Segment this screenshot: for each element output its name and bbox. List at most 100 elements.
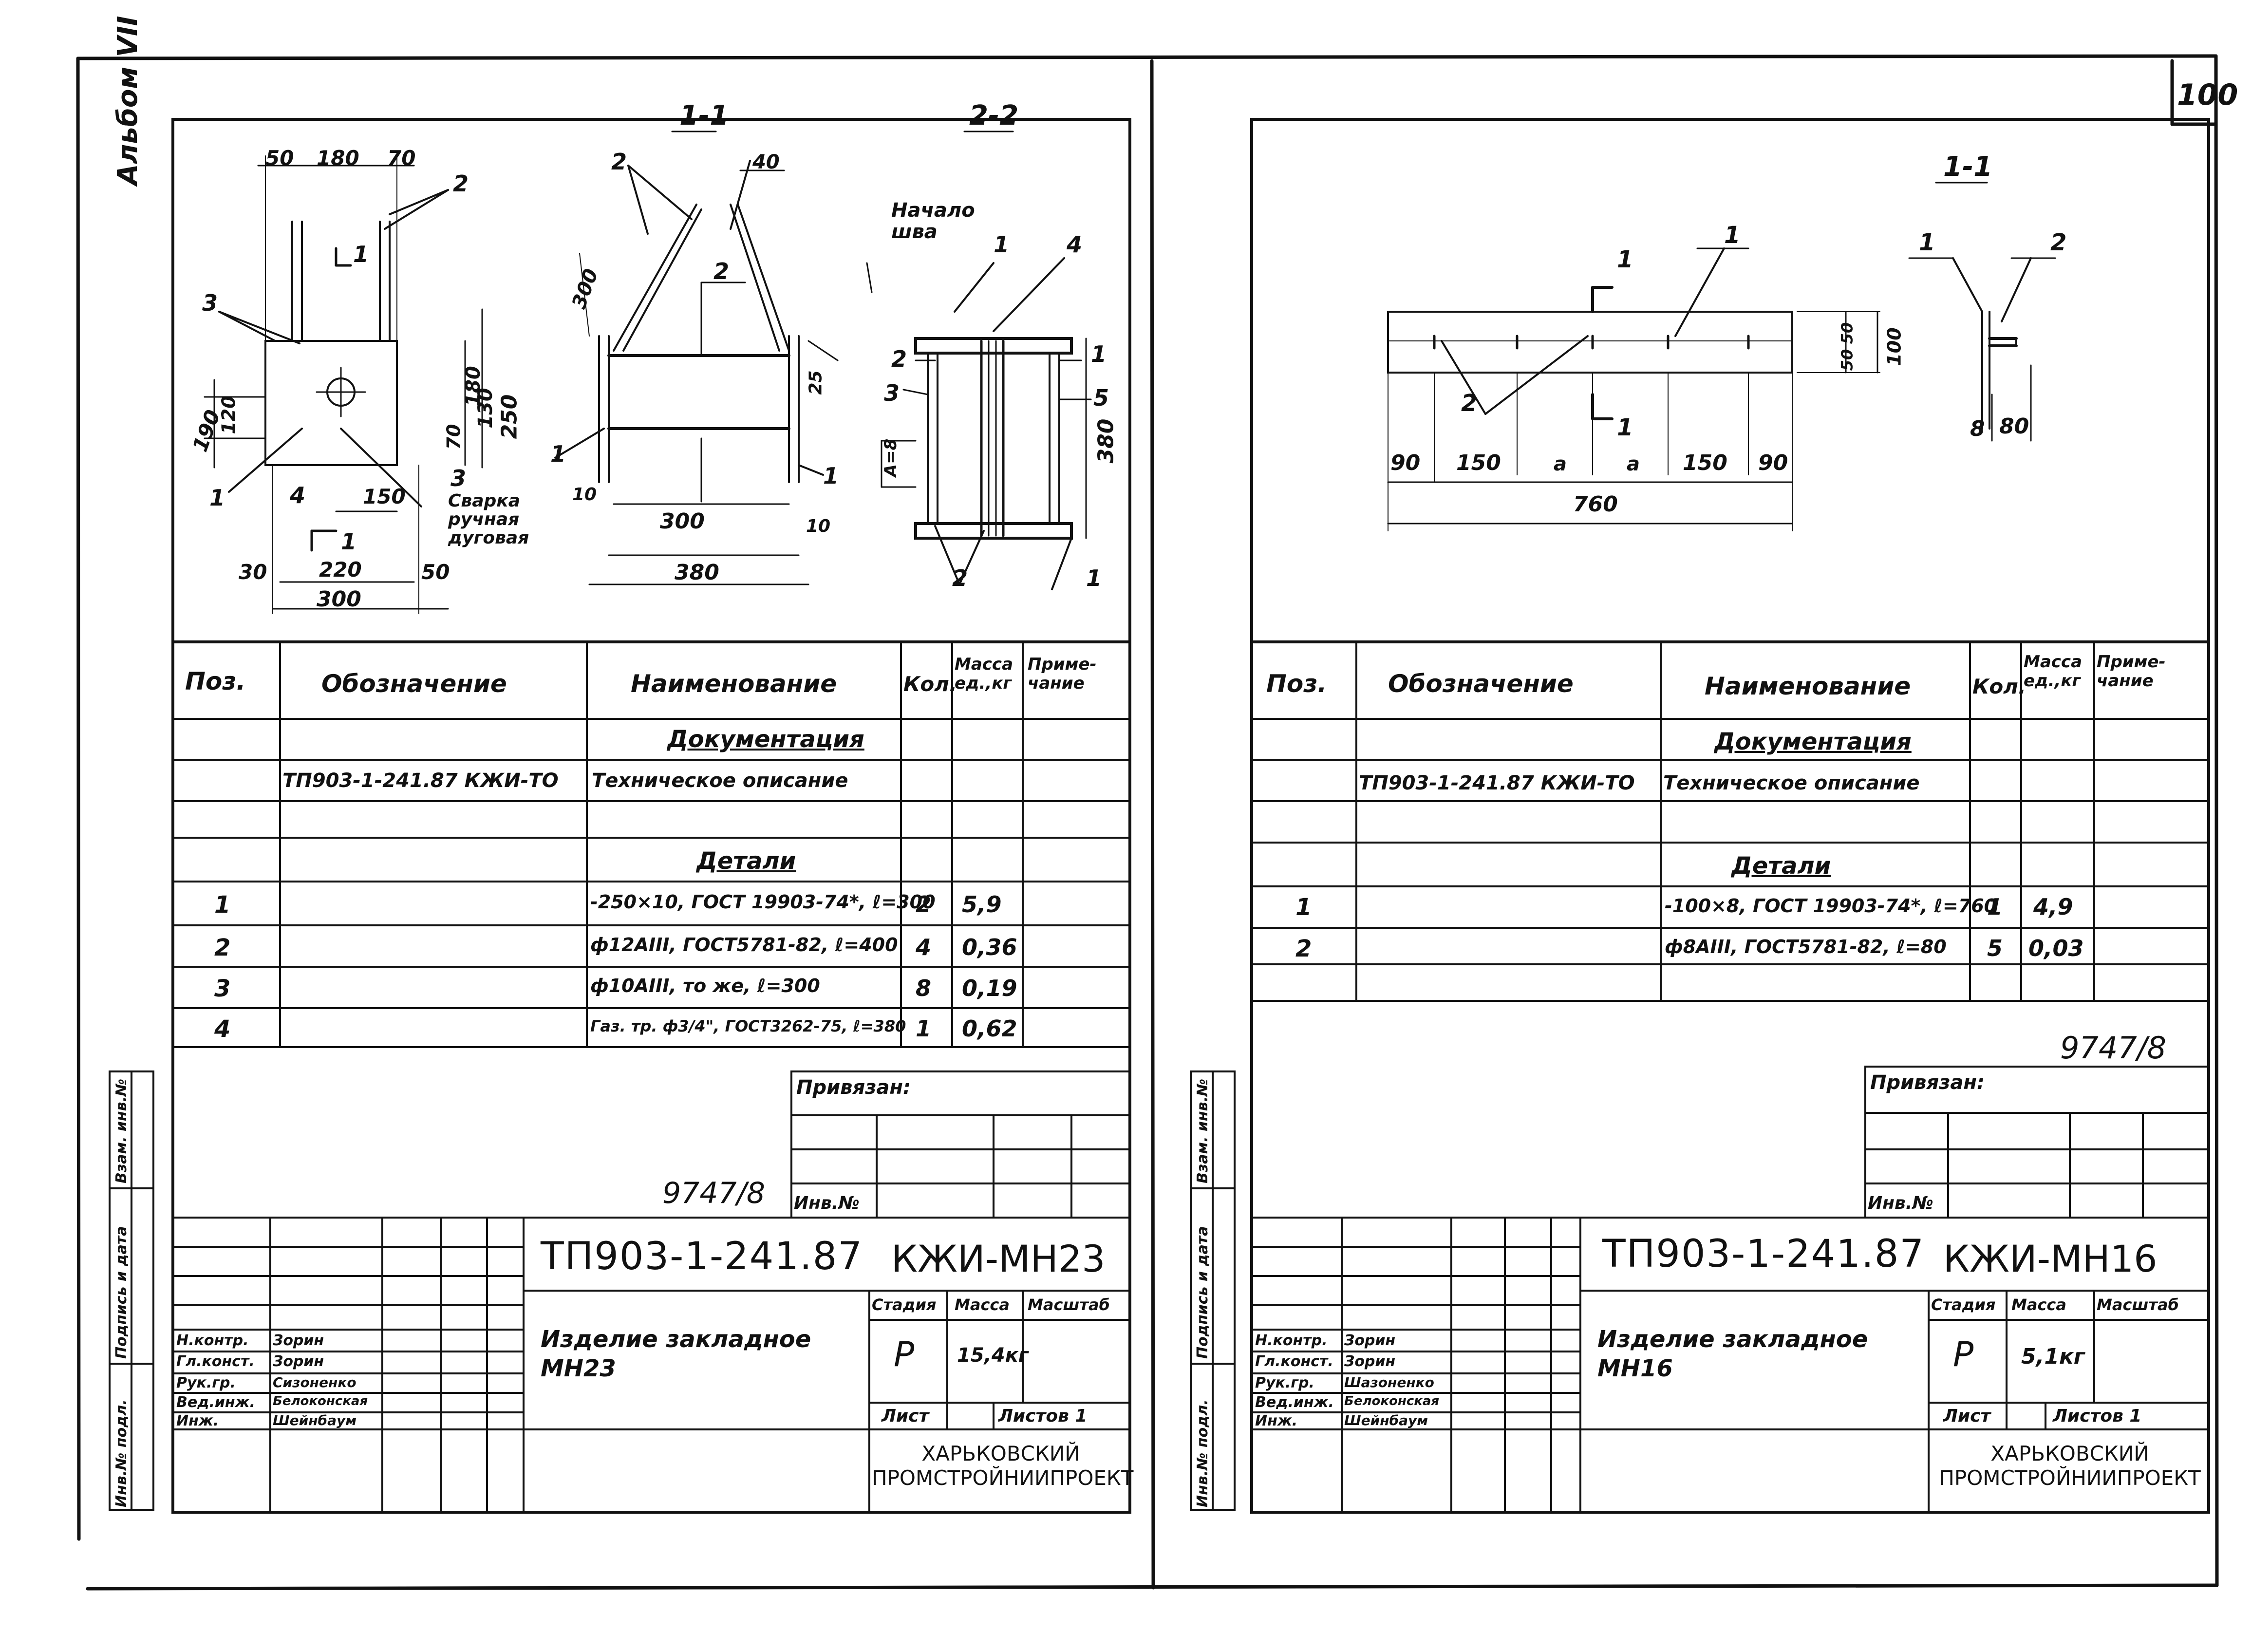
hdr-qty: Кол. (903, 672, 957, 696)
hdr-note: Приме-чание (1028, 655, 1097, 694)
callout-2d: 2 (952, 565, 968, 591)
row2-qty: 4 (916, 934, 932, 960)
left-plan-view (204, 155, 483, 614)
callout-3c: 3 (884, 380, 900, 406)
right-dim-100: 100 (1883, 327, 1905, 366)
right-signer-name-5: Шейнбаум (1344, 1412, 1428, 1428)
left-signer-name-2: Зорин (273, 1353, 324, 1370)
left-project-code: ТП903-1-241.87 (541, 1235, 863, 1278)
left-scale-label: Масштаб (1028, 1295, 1110, 1314)
left-margin-replace: Взам. инв.№ (113, 1078, 130, 1183)
dim-30: 30 (239, 560, 267, 584)
right-callout-2a: 2 (1461, 390, 1478, 417)
right-dim-50a: 50 (1838, 322, 1857, 344)
right-org: ХАРЬКОВСКИЙ ПРОМСТРОЙНИИПРОЕКТ (1939, 1442, 2201, 1490)
left-signer-name-1: Зорин (273, 1332, 324, 1349)
callout-4b: 4 (1067, 231, 1083, 258)
right-dim-150b: 150 (1683, 451, 1727, 475)
dim-300: 300 (317, 587, 361, 612)
dim-150: 150 (363, 485, 406, 508)
right-signer-role-1: Н.контр. (1255, 1332, 1328, 1349)
left-section-1-1 (554, 160, 839, 585)
right-dim-80: 80 (1999, 414, 2029, 439)
left-inv-label: Инв.№ (794, 1193, 860, 1213)
dim-side-40: 40 (752, 151, 780, 173)
r-hdr-note: Приме-чание (2097, 652, 2166, 691)
right-signer-name-3: Шазоненко (1344, 1374, 1434, 1390)
callout-3a: 3 (202, 290, 218, 316)
right-signer-role-3: Рук.гр. (1255, 1374, 1314, 1391)
right-dim-a2: a (1627, 453, 1640, 475)
right-project-code: ТП903-1-241.87 (1602, 1232, 1925, 1276)
left-signer-role-1: Н.контр. (176, 1332, 249, 1349)
callout-1e: 1 (1086, 565, 1102, 591)
hdr-designation: Обозначение (321, 670, 507, 698)
album-label: Альбом VII (112, 16, 144, 185)
right-dim-90b: 90 (1758, 451, 1788, 475)
callout-2c: 2 (891, 346, 907, 372)
left-margin-inv: Инв.№ подл. (113, 1399, 130, 1507)
left-signer-role-2: Гл.конст. (176, 1353, 255, 1370)
cut-mark-2: 2 (713, 258, 730, 284)
left-signer-name-4: Белоконская (273, 1394, 368, 1408)
left-stage: Р (894, 1334, 915, 1374)
callout-1a: 1 (209, 485, 225, 511)
dim-70b: 70 (443, 424, 465, 450)
page-number: 100 (2177, 78, 2238, 112)
note-weld: Сварка ручная дуговая (448, 491, 529, 548)
right-scale-label: Масштаб (2097, 1295, 2179, 1314)
r-hdr-qty: Кол. (1972, 675, 2026, 698)
left-signer-name-5: Шейнбаум (273, 1412, 357, 1428)
right-callout-1a: 1 (1724, 222, 1741, 249)
right-margin-stamp (1190, 1070, 1236, 1511)
dim-50: 50 (265, 146, 294, 170)
right-section-1-1 (1908, 257, 2056, 442)
left-margin-stamp (109, 1070, 154, 1511)
row2-name: ф12АIII, ГОСТ5781-82, ℓ=400 (590, 934, 898, 956)
right-bound-grid (1864, 1066, 2210, 1219)
right-sheet-frame (1250, 118, 2210, 1514)
doc-designation: ТП903-1-241.87 КЖИ-ТО (282, 770, 559, 792)
hdr-pos: Поз. (185, 667, 246, 695)
row3-pos: 3 (214, 975, 231, 1002)
left-title-grid (172, 1217, 1131, 1513)
callout-1d: 1 (994, 231, 1010, 258)
doc-name: Техническое описание (592, 770, 848, 792)
left-title: Изделие закладное МН23 (541, 1326, 811, 1382)
r-row2-qty: 5 (1987, 935, 2003, 961)
right-spec-grid (1251, 641, 2210, 1002)
right-signer-name-4: Белоконская (1344, 1394, 1440, 1408)
dim-180: 180 (317, 146, 359, 170)
row1-name: -250×10, ГОСТ 19903-74*, ℓ=300 (590, 891, 936, 913)
section-label-2-2: 2-2 (969, 100, 1019, 131)
right-dim-50b: 50 (1838, 349, 1857, 371)
dim-70: 70 (387, 146, 416, 170)
dim-130: 130 (474, 388, 497, 429)
right-signer-role-2: Гл.конст. (1255, 1353, 1333, 1370)
r-hdr-mass: Масса ед.,кг (2024, 652, 2083, 691)
left-signer-name-3: Сизоненко (273, 1374, 357, 1390)
dim-side-10a: 10 (572, 485, 597, 505)
right-title-grid (1251, 1217, 2210, 1513)
right-margin-replace: Взам. инв.№ (1194, 1078, 1211, 1183)
right-plate-view (1387, 182, 1988, 531)
r-hdr-designation: Обозначение (1388, 670, 1574, 698)
right-margin-sign: Подпись и дата (1194, 1226, 1211, 1359)
row3-qty: 8 (916, 975, 932, 1001)
right-dim-a1: a (1554, 453, 1567, 475)
r-row1-mass: 4,9 (2033, 894, 2073, 920)
dim-380b: 380 (1093, 418, 1119, 464)
right-bound-label: Привязан: (1870, 1071, 1985, 1094)
callout-2b: 2 (611, 149, 627, 175)
left-sheet-label: Лист (882, 1406, 929, 1426)
left-section-2-2 (671, 131, 1092, 590)
left-sheet-code: 9747/8 (662, 1176, 766, 1210)
r-row1-pos: 1 (1295, 894, 1312, 921)
dim-250: 250 (497, 394, 522, 439)
right-cut-1a: 1 (1617, 246, 1633, 273)
right-dim-760: 760 (1573, 492, 1618, 517)
left-sheet-frame (171, 118, 1131, 1514)
left-bound-label: Привязан: (796, 1076, 911, 1099)
left-sheets-label: Листов 1 (998, 1406, 1088, 1426)
callout-5: 5 (1093, 385, 1109, 411)
